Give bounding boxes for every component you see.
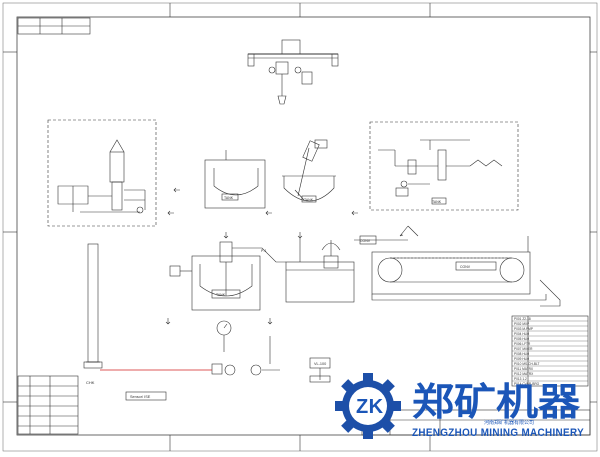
overhead-hoist	[247, 39, 339, 105]
company-logo: ZK 郑矿机器 ZHENGZHOU MINING MACHINERY 河南郑矿机…	[335, 373, 584, 439]
tank-a-label: TANK	[224, 196, 234, 200]
top-left-stub	[17, 17, 91, 35]
parts-list-row: P007 MIXER	[514, 347, 533, 351]
pump-label: P-1	[261, 249, 267, 253]
flow-arrows	[165, 187, 419, 325]
pump-gauges	[211, 320, 280, 376]
settler-tank	[232, 235, 408, 303]
tank-b-label: TANK	[216, 293, 226, 297]
parts-list-row: P008 HLM	[514, 352, 529, 356]
belt-conveyor	[371, 236, 561, 307]
logo-sub-cn: 河南郑矿机器有限公司	[484, 419, 534, 426]
stack	[83, 243, 103, 369]
process-box-label: TANK	[432, 200, 442, 204]
parts-list-row: P005 HLM	[514, 337, 529, 341]
parts-list-row: P004 HLM	[514, 332, 529, 336]
drawing-frame	[2, 2, 598, 452]
panel-left-label: Sensor/ ISE	[130, 395, 151, 399]
logo-name-en: ZHENGZHOU MINING MACHINERY	[412, 427, 584, 439]
label-boxes	[125, 357, 331, 401]
logo-name-cn: 郑矿机器	[412, 380, 581, 424]
parts-list-row: P010 MS-CH-BLT	[514, 362, 539, 366]
conveyor-right-label: CONV	[460, 265, 471, 269]
process-schematic	[369, 121, 519, 211]
mixer-vessel	[282, 139, 336, 203]
conveyor-left-label: CONV	[360, 239, 371, 243]
parts-list-row: P009 HLM	[514, 357, 529, 361]
parts-list-row: P011 MATRX	[514, 367, 534, 371]
parts-list-row: P003 M-PMP	[514, 327, 533, 331]
column-schematic	[47, 119, 157, 227]
parts-list-row: P014 CVBR-BRG	[514, 382, 540, 386]
stack-label: CHK	[86, 380, 95, 385]
parts-list-row: P013 1.2	[514, 377, 527, 381]
valve-box-label: VL-100	[314, 362, 326, 366]
tank-a: TANK	[204, 150, 266, 209]
parts-list-row: P002 MXP	[514, 322, 529, 326]
mixer-label: TANK	[304, 198, 314, 202]
logo-monogram: ZK	[356, 396, 384, 418]
gear-icon: ZK	[335, 373, 401, 439]
parts-list-row: P012 MATRX	[514, 372, 534, 376]
parts-list-row: P001 Z2-18	[514, 317, 531, 321]
parts-list-row: P006 LFTR	[514, 342, 531, 346]
tank-b	[169, 241, 261, 311]
